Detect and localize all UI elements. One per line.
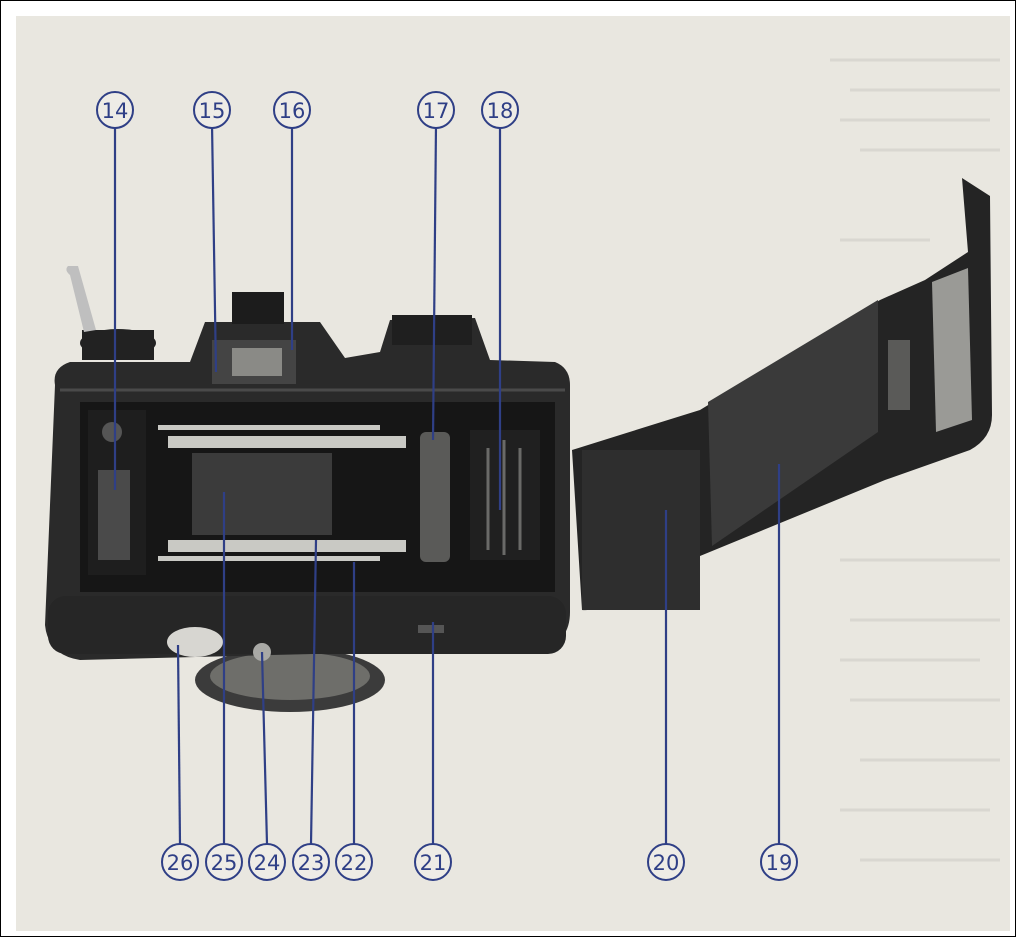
leader-24 (260, 651, 269, 845)
advance-knob-body (82, 330, 154, 360)
callout-number: 20 (653, 851, 680, 875)
callout-15: 15 (193, 91, 231, 129)
outer-film-rail-bottom (158, 556, 380, 561)
callout-23: 23 (292, 843, 330, 881)
lens-ring (210, 652, 370, 700)
callout-17: 17 (417, 91, 455, 129)
callout-24: 24 (248, 843, 286, 881)
rewind-fork (102, 422, 122, 442)
callout-26: 26 (161, 843, 199, 881)
door-spring (888, 340, 910, 410)
inner-film-rail-bottom (168, 540, 406, 552)
advance-lever (66, 266, 96, 332)
camera-back-door (572, 178, 992, 611)
rewind-release-button (418, 625, 444, 633)
door-latch-plate (932, 268, 972, 432)
callout-14: 14 (96, 91, 134, 129)
viewfinder-eyepiece (232, 348, 282, 376)
leader-23 (309, 539, 318, 845)
callout-number: 22 (341, 851, 368, 875)
hot-shoe (232, 292, 284, 324)
callout-number: 17 (423, 99, 450, 123)
callout-number: 21 (420, 851, 447, 875)
callout-number: 26 (167, 851, 194, 875)
callout-21: 21 (414, 843, 452, 881)
camera-body (45, 266, 570, 712)
callout-25: 25 (205, 843, 243, 881)
bleed-through-texture (830, 58, 1000, 862)
pressure-plate (708, 300, 878, 546)
callout-number: 23 (298, 851, 325, 875)
callout-number: 24 (254, 851, 281, 875)
inner-film-rail-top (168, 436, 406, 448)
door-hinge-side (582, 450, 700, 610)
callout-19: 19 (760, 843, 798, 881)
outer-film-rail-top (158, 425, 380, 430)
callout-22: 22 (335, 843, 373, 881)
leader-15 (210, 123, 218, 373)
film-gate-shutter (192, 453, 332, 535)
sprocket-shaft (420, 432, 450, 562)
callout-number: 18 (487, 99, 514, 123)
callout-number: 19 (766, 851, 793, 875)
callout-number: 25 (211, 851, 238, 875)
callout-20: 20 (647, 843, 685, 881)
callout-number: 15 (199, 99, 226, 123)
callouts: 14 15 16 17 18 19 20 21 (96, 91, 798, 881)
base-plate (48, 596, 566, 654)
callout-number: 14 (102, 99, 129, 123)
leader-26 (176, 644, 182, 845)
callout-16: 16 (273, 91, 311, 129)
leader-lines (113, 123, 781, 845)
rewind-crank-base (392, 315, 472, 345)
battery-cover (167, 627, 223, 657)
leader-17 (431, 123, 438, 441)
take-up-spool-slots (486, 440, 522, 555)
callout-number: 16 (279, 99, 306, 123)
callout-18: 18 (481, 91, 519, 129)
